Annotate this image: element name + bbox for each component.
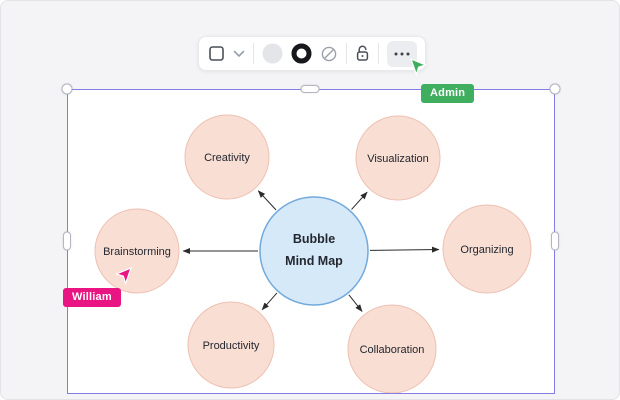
mindmap-node-label: Productivity: [203, 340, 260, 352]
square-icon: [209, 46, 224, 61]
connector-arrow: [351, 191, 368, 210]
mindmap-center-node[interactable]: [259, 196, 369, 306]
shape-dropdown-button[interactable]: [233, 50, 245, 58]
toolbar-divider: [346, 43, 347, 64]
resize-handle-top-right[interactable]: [549, 83, 561, 95]
resize-handle-left-middle[interactable]: [63, 231, 71, 251]
stroke-color-button[interactable]: [291, 43, 312, 64]
mindmap-node-label: Brainstorming: [103, 246, 171, 258]
toolbar-divider: [378, 43, 379, 64]
connector-arrow: [257, 190, 277, 211]
unlock-icon: [356, 45, 369, 61]
resize-handle-right-middle[interactable]: [551, 231, 559, 251]
toolbar-divider: [253, 43, 254, 64]
fill-color-button[interactable]: [262, 43, 283, 64]
william-badge: William: [63, 288, 121, 307]
mindmap-center-label: Bubble: [293, 232, 335, 246]
mindmap-node-label: Collaboration: [360, 344, 425, 356]
ellipsis-icon: [394, 52, 410, 55]
mindmap-node[interactable]: [355, 115, 441, 201]
mindmap-node[interactable]: [184, 114, 270, 200]
shape-tool-button[interactable]: [208, 45, 225, 62]
no-style-button[interactable]: [320, 45, 338, 63]
ring-icon: [291, 43, 312, 64]
resize-handle-top-left[interactable]: [61, 83, 73, 95]
filled-circle-icon: [262, 43, 283, 64]
connector-arrow: [369, 246, 440, 253]
more-options-button[interactable]: [387, 40, 417, 67]
mindmap-node[interactable]: [442, 204, 532, 294]
admin-badge: Admin: [421, 84, 475, 103]
slashed-circle-icon: [321, 46, 337, 61]
mindmap-node-label: Creativity: [204, 152, 250, 164]
chevron-down-icon: [233, 50, 245, 57]
lock-toggle-button[interactable]: [355, 45, 370, 62]
mindmap-node-label: Visualization: [367, 153, 429, 165]
mindmap-node-label: Organizing: [460, 244, 513, 256]
mindmap-node[interactable]: [187, 301, 275, 389]
connector-arrow: [261, 292, 278, 311]
floating-toolbar: [198, 36, 426, 71]
connector-arrow: [348, 294, 363, 312]
resize-handle-top-middle[interactable]: [300, 85, 320, 93]
mindmap-center-label: Mind Map: [285, 254, 343, 268]
